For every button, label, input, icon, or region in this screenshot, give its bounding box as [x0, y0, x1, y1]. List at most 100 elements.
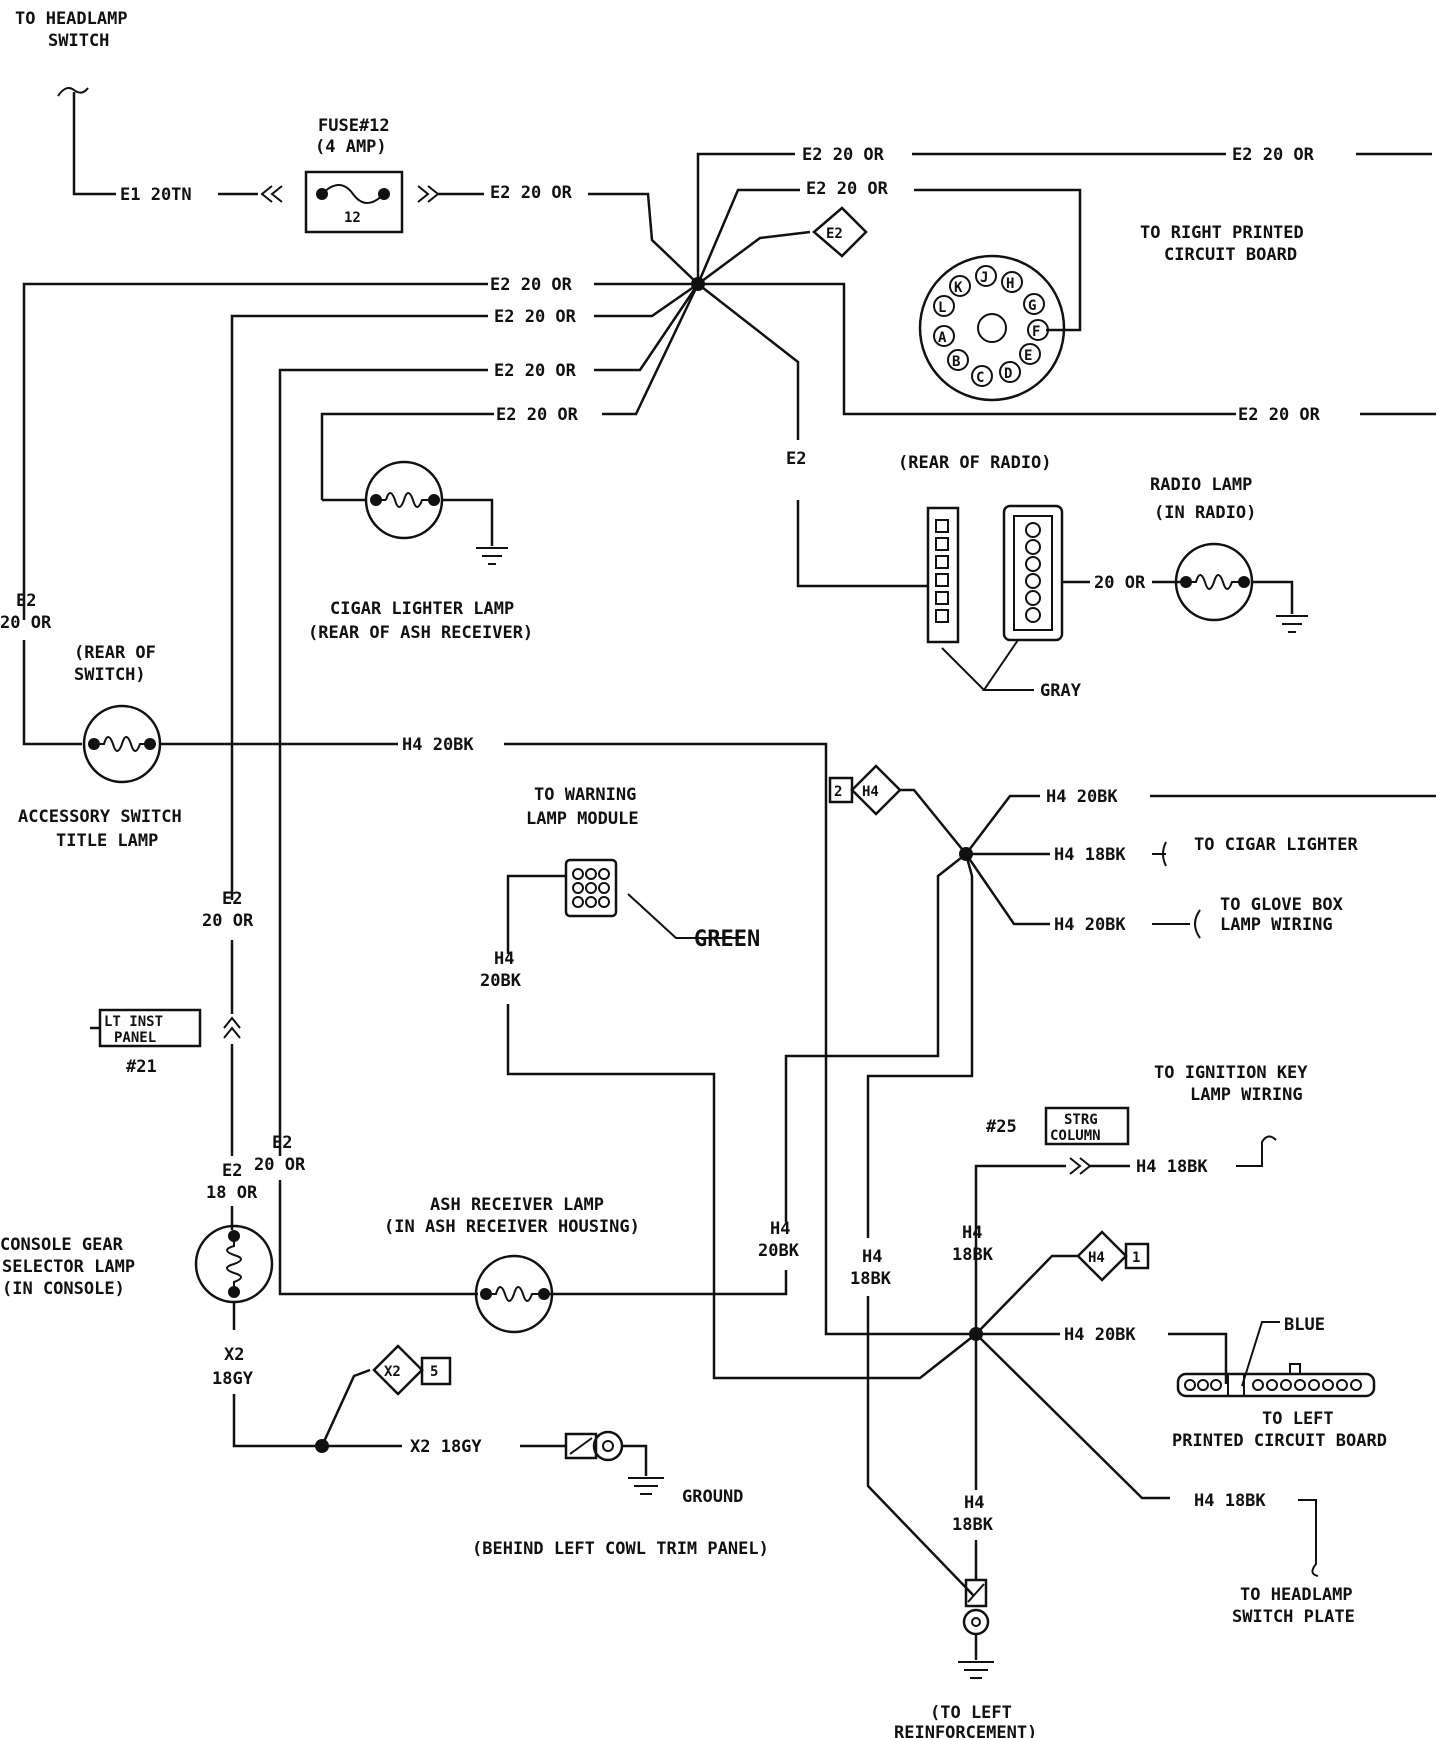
label-left-pcb: TO LEFT [1262, 1409, 1334, 1429]
wire-e2-to-splice [588, 192, 699, 285]
label-20or-radio: 20 OR [1094, 573, 1146, 593]
label-panel: PANEL [114, 1030, 156, 1046]
fuse-number: 12 [344, 210, 361, 226]
svg-text:D: D [1004, 366, 1012, 382]
diamond-e2-label: E2 [826, 226, 843, 242]
left-pcb-strip [1176, 1372, 1376, 1398]
break-symbol [57, 87, 89, 97]
label-right-pcb-2: CIRCUIT BOARD [1164, 245, 1297, 265]
label-20or-lt: 20 OR [202, 911, 254, 931]
label-column: COLUMN [1050, 1128, 1101, 1144]
label-selector-lamp: SELECTOR LAMP [2, 1257, 135, 1277]
label-e2-fuse: E2 20 OR [490, 183, 573, 203]
wire-e2-row3-b [594, 283, 700, 372]
label-title-lamp: TITLE LAMP [56, 831, 158, 851]
label-h4-left-mid: H4 [770, 1219, 790, 1239]
label-rear-radio: (REAR OF RADIO) [898, 453, 1052, 473]
label-cigar-lamp: CIGAR LIGHTER LAMP [330, 599, 514, 619]
wire-splice-up [696, 152, 795, 284]
green-pointer [627, 893, 736, 939]
diamond-h4-2-label: H4 [862, 784, 879, 800]
label-e2-row1: E2 20 OR [490, 275, 573, 295]
label-fuse: FUSE#12 [318, 116, 390, 136]
label-ground: GROUND [682, 1487, 743, 1507]
wire-e2-radio-b [796, 500, 928, 588]
label-h4-18bk-mid: H4 18BK [1054, 845, 1126, 865]
label-h4-warn: H4 [494, 949, 514, 969]
label-lt-inst: LT INST [104, 1014, 163, 1030]
label-h4-20bk-mid1: H4 20BK [1046, 787, 1118, 807]
label-e2-console: E2 [222, 1161, 242, 1181]
ground-symbol-radio [1276, 615, 1308, 633]
right-pcb-pins: J H G F E D C B A L K [933, 265, 1049, 387]
label-ash-lamp: ASH RECEIVER LAMP [430, 1195, 604, 1215]
x2-5-box [420, 1356, 452, 1386]
svg-text:H: H [1006, 276, 1014, 292]
label-glove-box-2: LAMP WIRING [1220, 915, 1333, 935]
label-left-pcb-2: PRINTED CIRCUIT BOARD [1172, 1431, 1387, 1451]
label-e2-top2: E2 20 OR [806, 179, 889, 199]
wire-cigar-ground [442, 498, 494, 546]
label-e2-row2: E2 20 OR [494, 307, 577, 327]
wire-h4-acc [504, 742, 976, 1336]
label-h4-20bk-acc: H4 20BK [402, 735, 474, 755]
label-to-cigar-lighter: TO CIGAR LIGHTER [1194, 835, 1359, 855]
label-h4-18bk-bottom: H4 18BK [1194, 1491, 1266, 1511]
wire-to-e2-diamond [697, 230, 811, 286]
lamp-filament [376, 492, 434, 508]
label-right-pcb: TO RIGHT PRINTED [1140, 223, 1304, 243]
label-headlamp-plate: TO HEADLAMP [1240, 1585, 1353, 1605]
warning-module-connector [564, 858, 618, 918]
wire-e2-to-radio [697, 283, 800, 440]
h4-2-number: 2 [834, 784, 842, 800]
label-20or-ash: 20 OR [254, 1155, 306, 1175]
svg-text:B: B [952, 354, 960, 370]
wire-h4-warn [506, 1004, 977, 1380]
label-e2-top1: E2 20 OR [802, 145, 885, 165]
label-e2-lt: E2 [222, 889, 242, 909]
label-warning-module: TO WARNING [534, 785, 636, 805]
ground-lug [964, 1578, 988, 1608]
label-18bk-splice: 18BK [952, 1245, 994, 1265]
fuse-element [321, 184, 385, 204]
label-gray: GRAY [1040, 681, 1082, 701]
wire-e2-left-long [22, 282, 488, 620]
label-h4-splice: H4 [962, 1223, 982, 1243]
label-fuse-amp: (4 AMP) [315, 137, 387, 157]
label-e2-row4: E2 20 OR [496, 405, 579, 425]
right-pcb-connector [918, 254, 1066, 402]
radio-connector-female [1002, 504, 1064, 642]
label-h4-20bk-bottom: H4 20BK [1064, 1325, 1136, 1345]
label-20bk-left-mid: 20BK [758, 1241, 800, 1261]
label-glove-box: TO GLOVE BOX [1220, 895, 1344, 915]
wire-e2-row4-b [602, 283, 700, 416]
ground-symbol-reinforcement [958, 1661, 994, 1679]
label-headlamp-plate-2: SWITCH PLATE [1232, 1607, 1355, 1627]
label-cigar-lamp-2: (REAR OF ASH RECEIVER) [308, 623, 533, 643]
fuse-box [304, 170, 404, 234]
wire-e2-row4 [320, 412, 494, 500]
label-rear-switch: (REAR OF [74, 643, 156, 663]
radio-connector-male [926, 506, 960, 644]
diamond-x2-label: X2 [384, 1364, 401, 1380]
label-h4-ground: H4 [964, 1493, 984, 1513]
wire-h4-20bk-down [784, 853, 967, 1222]
right-pcb-center [977, 313, 1007, 343]
h4-1-number: 1 [1132, 1250, 1140, 1266]
h4-1-box [1124, 1242, 1150, 1270]
label-e2-top1-right: E2 20 OR [1232, 145, 1315, 165]
label-reinforcement: (TO LEFT [930, 1703, 1012, 1723]
label-lt-num: #21 [126, 1057, 157, 1077]
label-18bk-ground: 18BK [952, 1515, 994, 1535]
ash-receiver-lamp [474, 1254, 554, 1334]
svg-text:F: F [1032, 324, 1040, 340]
label-20bk-warn: 20BK [480, 971, 522, 991]
label-to-headlamp-switch: TO HEADLAMP [15, 9, 128, 29]
label-18gy-console: 18GY [212, 1369, 254, 1389]
label-warning-module-2: LAMP MODULE [526, 809, 639, 829]
diamond-h4-1-label: H4 [1088, 1250, 1105, 1266]
wire-splice-upright [696, 188, 800, 285]
label-h4-18bk-col: H4 [862, 1247, 882, 1267]
ground-symbol [476, 547, 508, 565]
